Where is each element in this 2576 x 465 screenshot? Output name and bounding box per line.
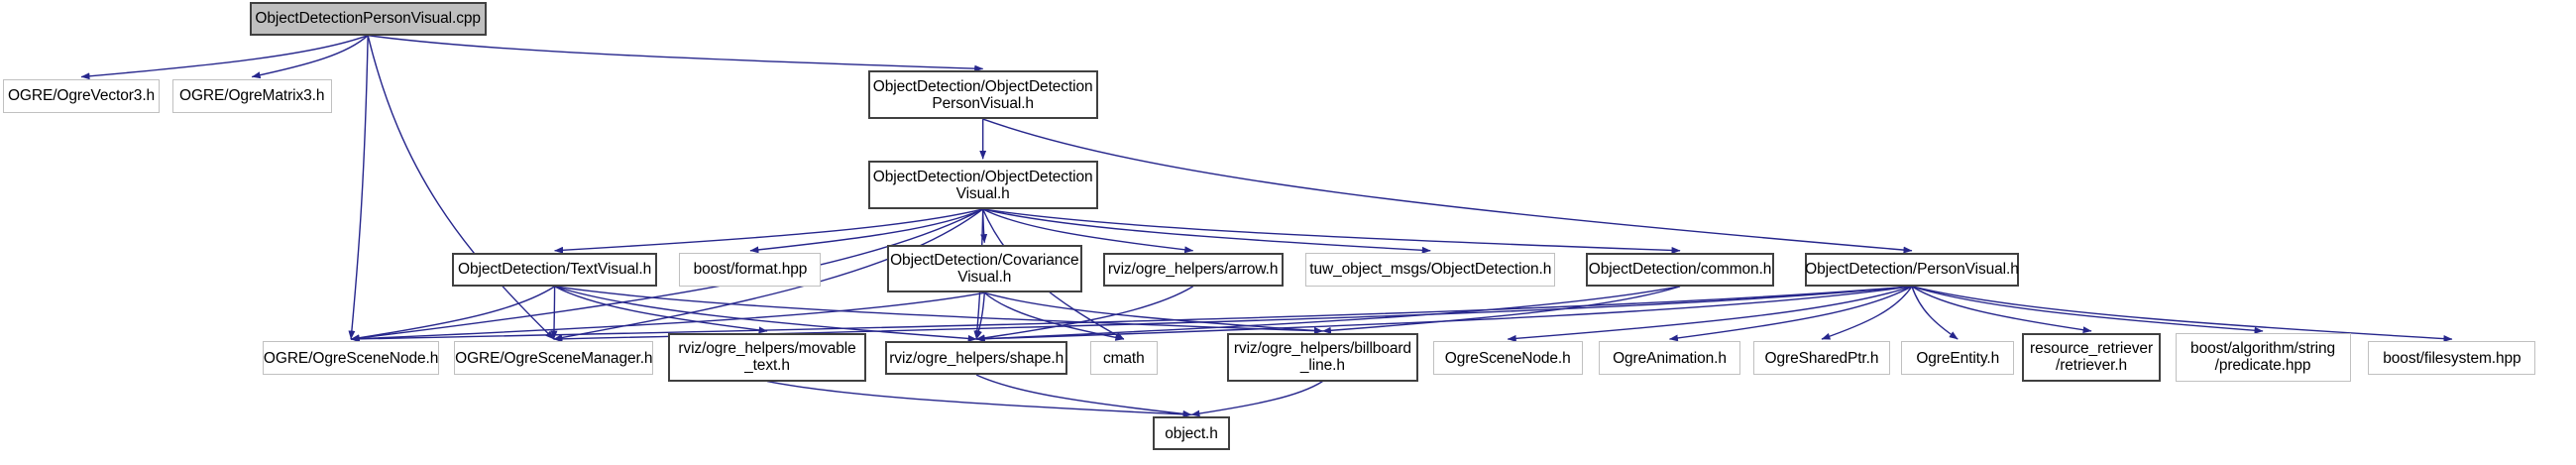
- graph-node[interactable]: ObjectDetection/ObjectDetection PersonVi…: [867, 70, 1098, 120]
- graph-node[interactable]: rviz/ogre_helpers/arrow.h: [1102, 252, 1284, 287]
- graph-node[interactable]: boost/algorithm/string /predicate.hpp: [2175, 332, 2351, 382]
- include-edge: [368, 35, 984, 72]
- graph-node[interactable]: rviz/ogre_helpers/movable _text.h: [668, 332, 866, 382]
- include-edge: [554, 286, 1323, 335]
- graph-node[interactable]: tuw_object_msgs/ObjectDetection.h: [1305, 252, 1556, 287]
- include-edge: [1321, 286, 1681, 334]
- graph-node[interactable]: boost/filesystem.hpp: [2368, 341, 2536, 376]
- include-edge: [975, 286, 1194, 342]
- graph-node[interactable]: OgreAnimation.h: [1599, 341, 1740, 376]
- include-edge: [350, 286, 1913, 343]
- graph-node[interactable]: rviz/ogre_helpers/billboard _line.h: [1226, 332, 1419, 382]
- graph-root-node[interactable]: ObjectDetectionPersonVisual.cpp: [249, 1, 487, 36]
- graph-node[interactable]: boost/format.hpp: [679, 252, 822, 287]
- graph-node[interactable]: ObjectDetection/TextVisual.h: [452, 252, 657, 287]
- include-edge: [251, 35, 369, 79]
- include-edge: [982, 208, 1681, 254]
- graph-node[interactable]: OGRE/OgreVector3.h: [3, 78, 160, 113]
- include-edge: [554, 286, 768, 334]
- include-edge: [766, 380, 1192, 418]
- graph-node[interactable]: object.h: [1153, 416, 1231, 451]
- graph-node[interactable]: OGRE/OgreSceneNode.h: [262, 341, 440, 376]
- include-edge: [367, 35, 555, 340]
- graph-node[interactable]: rviz/ogre_helpers/shape.h: [885, 341, 1067, 376]
- include-edge: [348, 35, 369, 340]
- graph-node[interactable]: OgreSharedPtr.h: [1752, 341, 1890, 376]
- include-edge: [980, 208, 988, 244]
- graph-node[interactable]: OgreEntity.h: [1901, 341, 2015, 376]
- include-edge: [554, 286, 977, 342]
- include-edge: [983, 291, 1125, 341]
- include-edge: [553, 286, 1913, 343]
- graph-node[interactable]: resource_retriever /retriever.h: [2022, 332, 2161, 382]
- graph-node[interactable]: OGRE/OgreMatrix3.h: [171, 78, 332, 113]
- include-edge: [1911, 286, 2092, 334]
- include-edge: [1821, 286, 1913, 340]
- include-edge: [1911, 286, 2264, 334]
- graph-node[interactable]: OgreSceneNode.h: [1432, 341, 1583, 376]
- include-edge: [1507, 286, 1913, 342]
- graph-node[interactable]: ObjectDetection/ObjectDetection Visual.h: [867, 161, 1098, 209]
- graph-node[interactable]: ObjectDetection/PersonVisual.h: [1804, 252, 2019, 287]
- include-edge: [550, 286, 558, 340]
- graph-node[interactable]: ObjectDetection/Covariance Visual.h: [887, 244, 1082, 293]
- include-edge: [975, 292, 986, 340]
- include-edge: [984, 291, 1323, 334]
- include-edge: [1911, 286, 1959, 340]
- include-edge: [350, 286, 555, 342]
- include-edge: [1911, 286, 2453, 343]
- graph-node[interactable]: ObjectDetection/common.h: [1586, 252, 1775, 287]
- include-edge: [1190, 381, 1323, 417]
- include-edge: [80, 35, 369, 80]
- include-edge: [1668, 286, 1913, 342]
- graph-node[interactable]: cmath: [1089, 341, 1158, 376]
- include-edge: [975, 374, 1192, 417]
- graph-node[interactable]: OGRE/OgreSceneManager.h: [454, 341, 654, 376]
- include-edge: [982, 118, 1913, 254]
- include-edge: [975, 286, 1681, 343]
- include-edge: [975, 286, 1913, 343]
